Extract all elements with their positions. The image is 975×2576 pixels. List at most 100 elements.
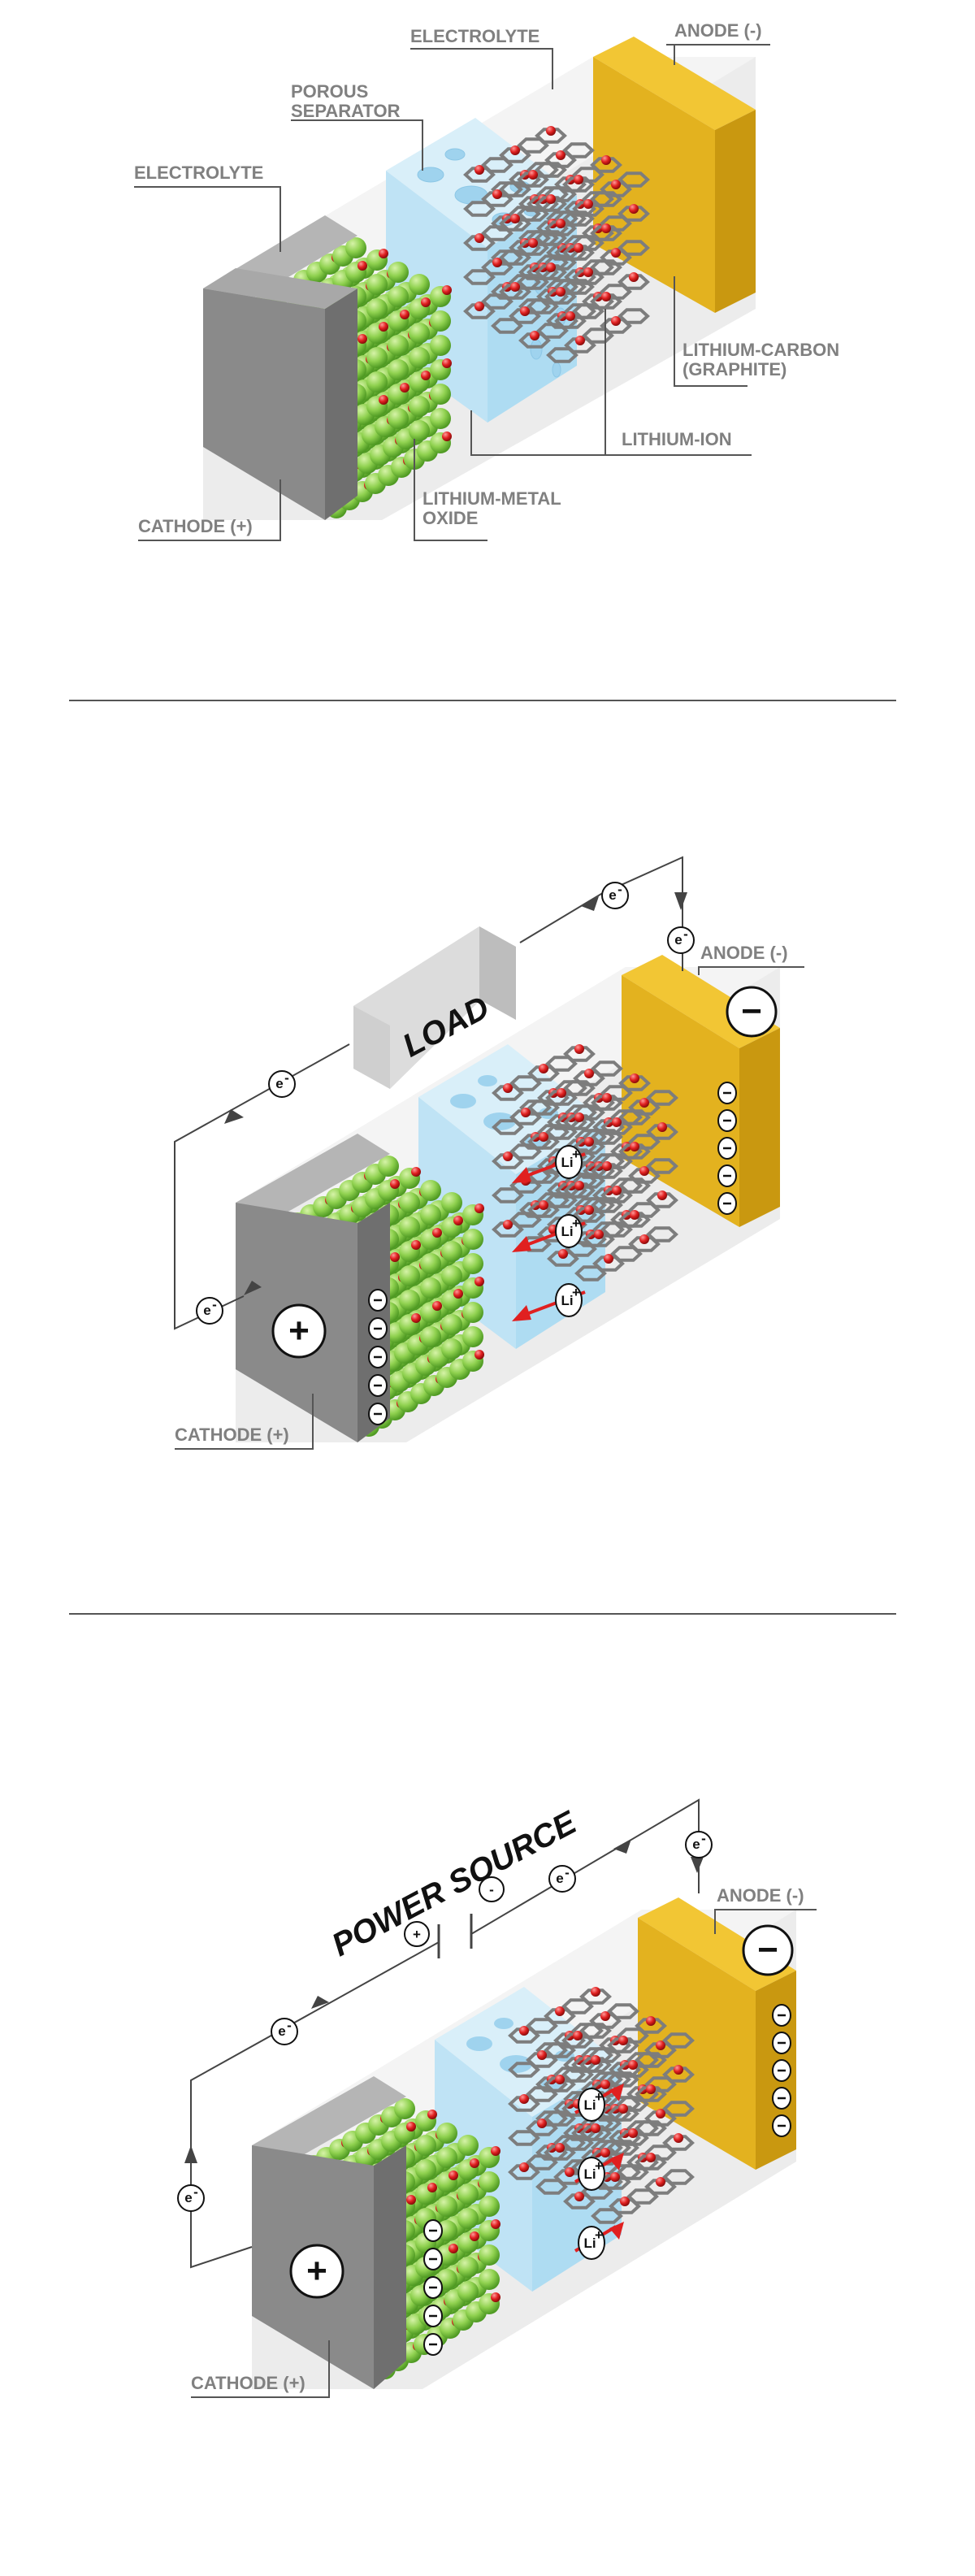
graphite-hex [562, 279, 595, 295]
graphite-hex [535, 264, 567, 280]
oxide-sphere [409, 274, 430, 295]
svg-text:+: + [306, 2251, 327, 2291]
label-lithium-carbon: LITHIUM-CARBON [682, 340, 839, 360]
oxide-sphere [462, 1229, 483, 1250]
oxide-sphere [457, 2135, 479, 2156]
svg-text:-: - [287, 2018, 292, 2033]
lithium-ion-sphere [539, 1064, 548, 1073]
oxide-sphere [366, 298, 388, 319]
electron-charge [717, 1192, 737, 1215]
graphite-hex [618, 171, 650, 188]
lithium-ion-sphere [442, 432, 452, 441]
graphite-hex [579, 2125, 612, 2141]
lithium-ion-sphere [406, 2195, 416, 2205]
lithium-ion-sphere [583, 199, 593, 209]
lithium-ion-sphere [639, 1098, 649, 1108]
graphite-hex [590, 259, 622, 275]
svg-text:+: + [572, 1147, 580, 1162]
svg-text:-: - [565, 1865, 570, 1880]
lithium-ion-sphere [406, 2122, 416, 2131]
graphite-hex [591, 1163, 623, 1179]
svg-text:e: e [674, 932, 682, 948]
cathode-plus-badge: + [271, 1303, 327, 1359]
lithium-ion-sphere [470, 2158, 479, 2168]
graphite-hex [563, 1182, 596, 1199]
oxide-sphere [430, 408, 451, 429]
lithium-ion-sphere [528, 238, 538, 248]
label-lithium-ion: LITHIUM-ION [622, 429, 732, 449]
lithium-ion-sphere [492, 189, 502, 199]
lithium-ion-sphere [574, 243, 583, 253]
graphite-hex [646, 1158, 678, 1174]
svg-text:e: e [278, 2023, 285, 2039]
anode-electrons [717, 1082, 737, 1215]
lithium-ion-sphere [379, 249, 388, 258]
lithium-ion-sphere [503, 1151, 513, 1161]
svg-text:-: - [618, 882, 622, 897]
oxide-sphere [457, 2208, 479, 2229]
graphite-hex [646, 1124, 678, 1140]
oxide-sphere [441, 1192, 462, 1213]
lithium-ion-sphere [630, 1210, 639, 1220]
svg-text:−: − [757, 1930, 778, 1970]
lithium-ion-sphere [611, 248, 621, 258]
lithium-ion-sphere [556, 287, 566, 297]
lithium-ion-sphere [510, 145, 520, 155]
lithium-ion-sphere [594, 1229, 604, 1239]
oxide-sphere [436, 2196, 457, 2217]
lithium-ion-sphere [390, 1179, 400, 1189]
oxide-sphere [479, 2244, 500, 2266]
external-circuit [174, 856, 687, 1330]
svg-text:+: + [595, 2089, 603, 2105]
electron-charge [772, 2059, 791, 2082]
electron-charge [772, 2032, 791, 2054]
electron-charge [368, 1346, 388, 1368]
lithium-ion-badge: Li+ [574, 2222, 624, 2260]
lithium-ion-sphere [546, 194, 556, 204]
graphite-hex [607, 2071, 639, 2088]
lithium-ion-badge: Li+ [512, 1283, 586, 1321]
lithium-ion-sphere [448, 2244, 458, 2253]
electron-charge [717, 1109, 737, 1132]
oxide-sphere [366, 371, 388, 392]
lithium-ion-sphere [646, 2016, 656, 2026]
lithium-ion-sphere [492, 258, 502, 267]
lithium-ion-sphere [510, 214, 520, 223]
svg-text:Li: Li [561, 1155, 573, 1170]
external-circuit [184, 1798, 704, 2269]
graphite-hex [662, 2032, 695, 2049]
lithium-ion-sphere [491, 2219, 500, 2229]
lithium-ion-sphere [546, 262, 556, 272]
graphite-hex [562, 142, 595, 158]
label-cathode: CATHODE (+) [191, 2373, 306, 2393]
oxide-sphere [430, 384, 451, 405]
lithium-ion-sphere [411, 1240, 421, 1250]
lithium-ion-sphere [565, 2167, 574, 2177]
oxide-sphere [399, 1290, 420, 1311]
lithium-ion-sphere [474, 165, 484, 175]
svg-text:e: e [203, 1303, 210, 1318]
lithium-ion-sphere [432, 1301, 442, 1311]
graphite-hex [562, 210, 595, 227]
graphite-hex [607, 2003, 639, 2019]
graphite-hex [635, 2086, 667, 2102]
graphite-hex [646, 1090, 678, 1106]
electron-charge [368, 1403, 388, 1425]
lithium-ion-sphere [674, 2065, 683, 2075]
lithium-ion-sphere [600, 2011, 610, 2021]
graphite-hex [535, 196, 567, 212]
oxide-sphere [441, 1338, 462, 1360]
lithium-ion-sphere [630, 1073, 639, 1083]
lithium-ion-sphere [583, 267, 593, 277]
graphite-hex [618, 1212, 651, 1228]
electron-charge [772, 2087, 791, 2110]
electron-badge: e- [268, 1070, 296, 1098]
lithium-ion-sphere [558, 1249, 568, 1259]
graphite-hex [591, 1060, 623, 1077]
lithium-ion-sphere [656, 2040, 665, 2050]
lithium-ion-sphere [539, 1200, 548, 1210]
lithium-ion-sphere [591, 1987, 600, 1997]
lithium-ion-sphere [657, 1190, 667, 1200]
oxide-sphere [388, 408, 409, 429]
